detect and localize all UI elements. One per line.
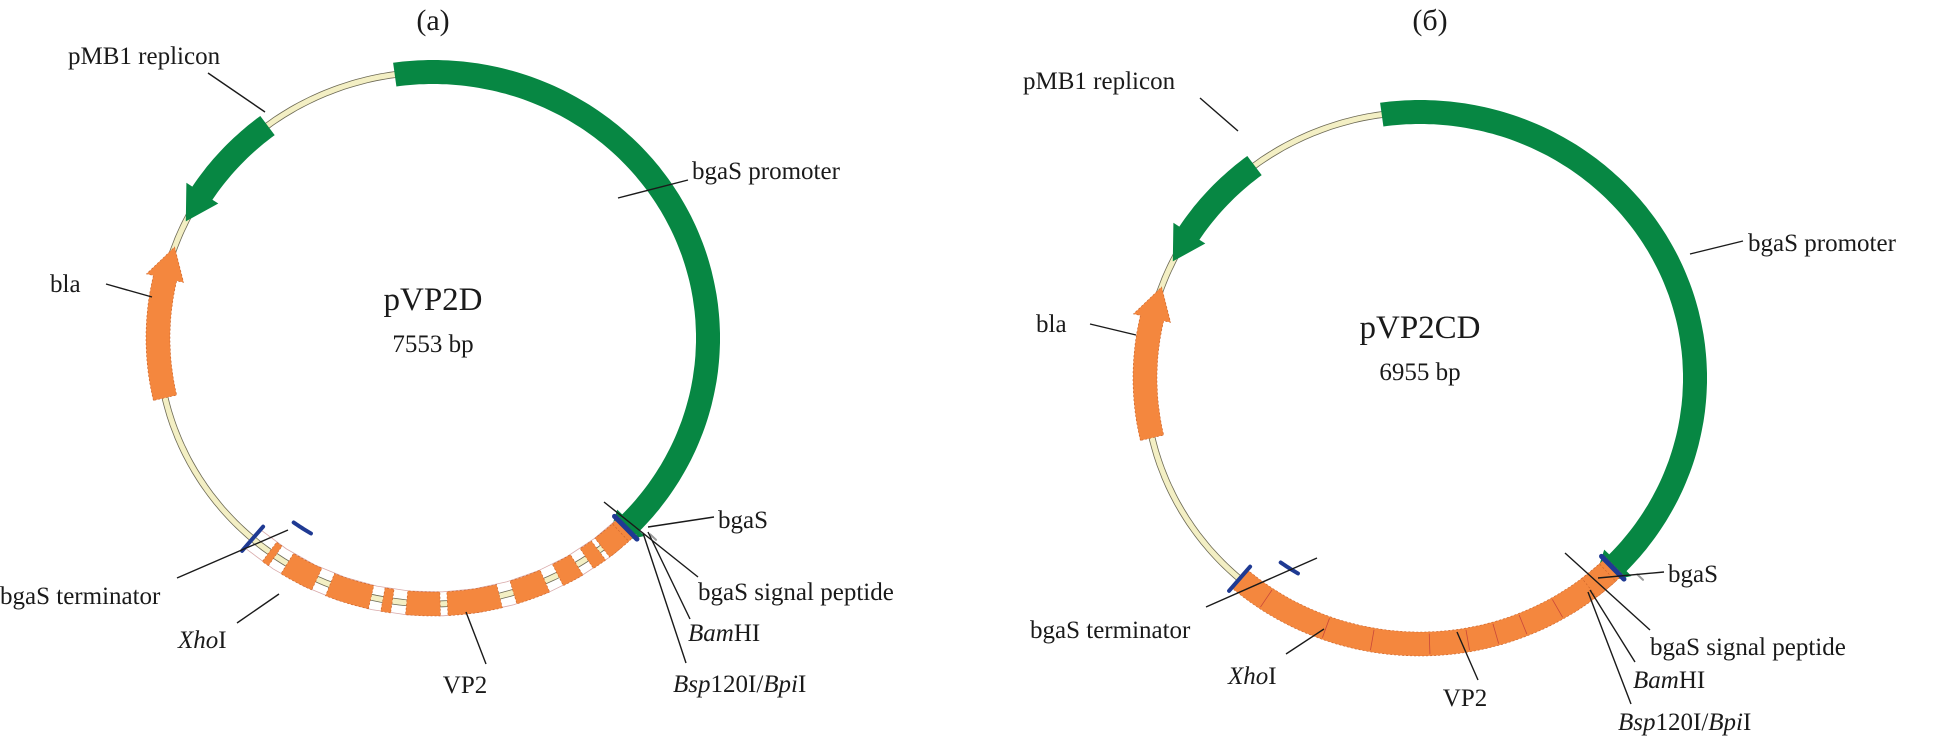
vp2-exon-divider bbox=[1260, 589, 1273, 608]
panel-b-promoter-label: bgaS promoter bbox=[1748, 230, 1897, 257]
panel-b-pmb1-label: pMB1 replicon bbox=[1023, 68, 1176, 95]
panel-a-bla-leader bbox=[105, 283, 153, 298]
panel-a-terminator-leader bbox=[176, 529, 289, 579]
vp2-exon-segment bbox=[405, 590, 441, 617]
panel-a-vp2-leader bbox=[465, 611, 487, 665]
vp2-exon-segment bbox=[446, 584, 503, 616]
vp2-exon-divider bbox=[1518, 614, 1528, 635]
panel-a-bsp-label: Bsp120I/BpiI bbox=[673, 671, 806, 698]
panel-a-pvp2d-map: (a) pVP2D 7553 bp pMB1 replicon bgaS pro… bbox=[0, 4, 894, 699]
vp2-exon-segment bbox=[509, 569, 551, 605]
vp2-exon-segment bbox=[325, 573, 375, 610]
panel-a-signal-label: bgaS signal peptide bbox=[698, 579, 894, 606]
panel-b-bsp-label: Bsp120I/BpiI bbox=[1618, 709, 1751, 736]
signal-peptide-marker bbox=[649, 533, 658, 541]
panel-a-bgas-label: bgaS bbox=[718, 507, 768, 534]
panel-b-terminator-leader bbox=[1205, 557, 1318, 608]
panel-a-ring bbox=[145, 60, 720, 617]
panel-b-bgas-leader bbox=[1597, 571, 1665, 579]
panel-b-pvp2cd-map: (б) pVP2CD 6955 bp pMB1 replicon bgaS pr… bbox=[1023, 4, 1897, 736]
vp2-exon-divider bbox=[1552, 599, 1563, 618]
pmb1-replicon-arrow bbox=[185, 116, 275, 222]
vp2-exon-divider bbox=[1370, 629, 1375, 651]
panel-a-plasmid-size: 7553 bp bbox=[392, 331, 473, 358]
panel-b-ring bbox=[1132, 100, 1707, 657]
vp2-exon-divider bbox=[1322, 618, 1330, 638]
pmb1-replicon-arrow bbox=[1172, 156, 1262, 262]
panel-b-bamhi-leader bbox=[1589, 589, 1636, 663]
panel-b-promoter-leader bbox=[1689, 240, 1744, 255]
panel-b-bgas-label: bgaS bbox=[1668, 561, 1718, 588]
panel-a-xhoi-label: XhoI bbox=[177, 627, 227, 654]
panel-b-bsp-leader bbox=[1587, 591, 1632, 705]
vp2-gene-block bbox=[1231, 557, 1624, 657]
vp2-exon-segment bbox=[280, 552, 323, 591]
panel-a-bsp-leader bbox=[642, 532, 687, 664]
bgas-gene-block bbox=[594, 523, 630, 558]
panel-a-bla-label: bla bbox=[50, 271, 81, 298]
panel-b-vp2-leader bbox=[1456, 631, 1479, 681]
panel-a-pmb1-leader bbox=[207, 72, 266, 113]
panel-a-pmb1-label: pMB1 replicon bbox=[68, 43, 221, 70]
panel-b-xhoi-label: XhoI bbox=[1227, 663, 1277, 690]
panel-b-terminator-label: bgaS terminator bbox=[1030, 617, 1191, 644]
vp2-exon-divider bbox=[1465, 629, 1470, 651]
panel-a-plasmid-name: pVP2D bbox=[383, 282, 482, 318]
panel-b-bla-leader bbox=[1089, 323, 1137, 336]
bamhi-site-marker bbox=[612, 513, 640, 542]
vp2-exon-segment bbox=[551, 554, 584, 587]
panel-a-promoter-label: bgaS promoter bbox=[692, 158, 841, 185]
panel-a-xhoi-leader bbox=[236, 593, 280, 624]
panel-a-vp2-label: VP2 bbox=[443, 672, 487, 699]
signal-peptide-marker bbox=[1636, 573, 1645, 581]
vp2-exon-segment bbox=[261, 541, 283, 567]
panel-a-terminator-label: bgaS terminator bbox=[0, 583, 161, 610]
panel-a-bamhi-leader bbox=[647, 531, 691, 620]
panel-a-promoter-leader bbox=[617, 179, 689, 199]
vp2-exon-segment bbox=[380, 587, 395, 614]
panel-b-signal-leader bbox=[1564, 552, 1651, 631]
bla-gene-arrow bbox=[145, 246, 185, 401]
vp2-exon-segment bbox=[579, 540, 607, 569]
vp2-exon-divider bbox=[1428, 633, 1431, 655]
xhoi-site-marker bbox=[1227, 564, 1253, 593]
bla-gene-arrow bbox=[1132, 286, 1172, 441]
panel-b-signal-label: bgaS signal peptide bbox=[1650, 634, 1846, 661]
panel-b-plasmid-size: 6955 bp bbox=[1379, 359, 1460, 386]
panel-a-bamhi-label: BamHI bbox=[688, 620, 760, 647]
panel-a-title: (a) bbox=[416, 4, 449, 37]
panel-b-title: (б) bbox=[1412, 4, 1447, 37]
panel-a-bgas-leader bbox=[647, 516, 715, 528]
bgas-gene-block bbox=[1581, 563, 1617, 598]
panel-b-plasmid-name: pVP2CD bbox=[1359, 310, 1480, 346]
panel-b-vp2-label: VP2 bbox=[1443, 685, 1487, 712]
panel-b-bamhi-label: BamHI bbox=[1633, 667, 1705, 694]
panel-b-pmb1-leader bbox=[1199, 97, 1239, 132]
bgas-terminator-marker bbox=[291, 520, 313, 536]
vp2-exon-divider bbox=[1492, 623, 1499, 644]
xhoi-site-marker bbox=[240, 524, 266, 553]
bgas-terminator-marker bbox=[1278, 560, 1300, 576]
panel-b-bla-label: bla bbox=[1036, 311, 1067, 338]
panel-b-xhoi-leader bbox=[1285, 628, 1325, 655]
